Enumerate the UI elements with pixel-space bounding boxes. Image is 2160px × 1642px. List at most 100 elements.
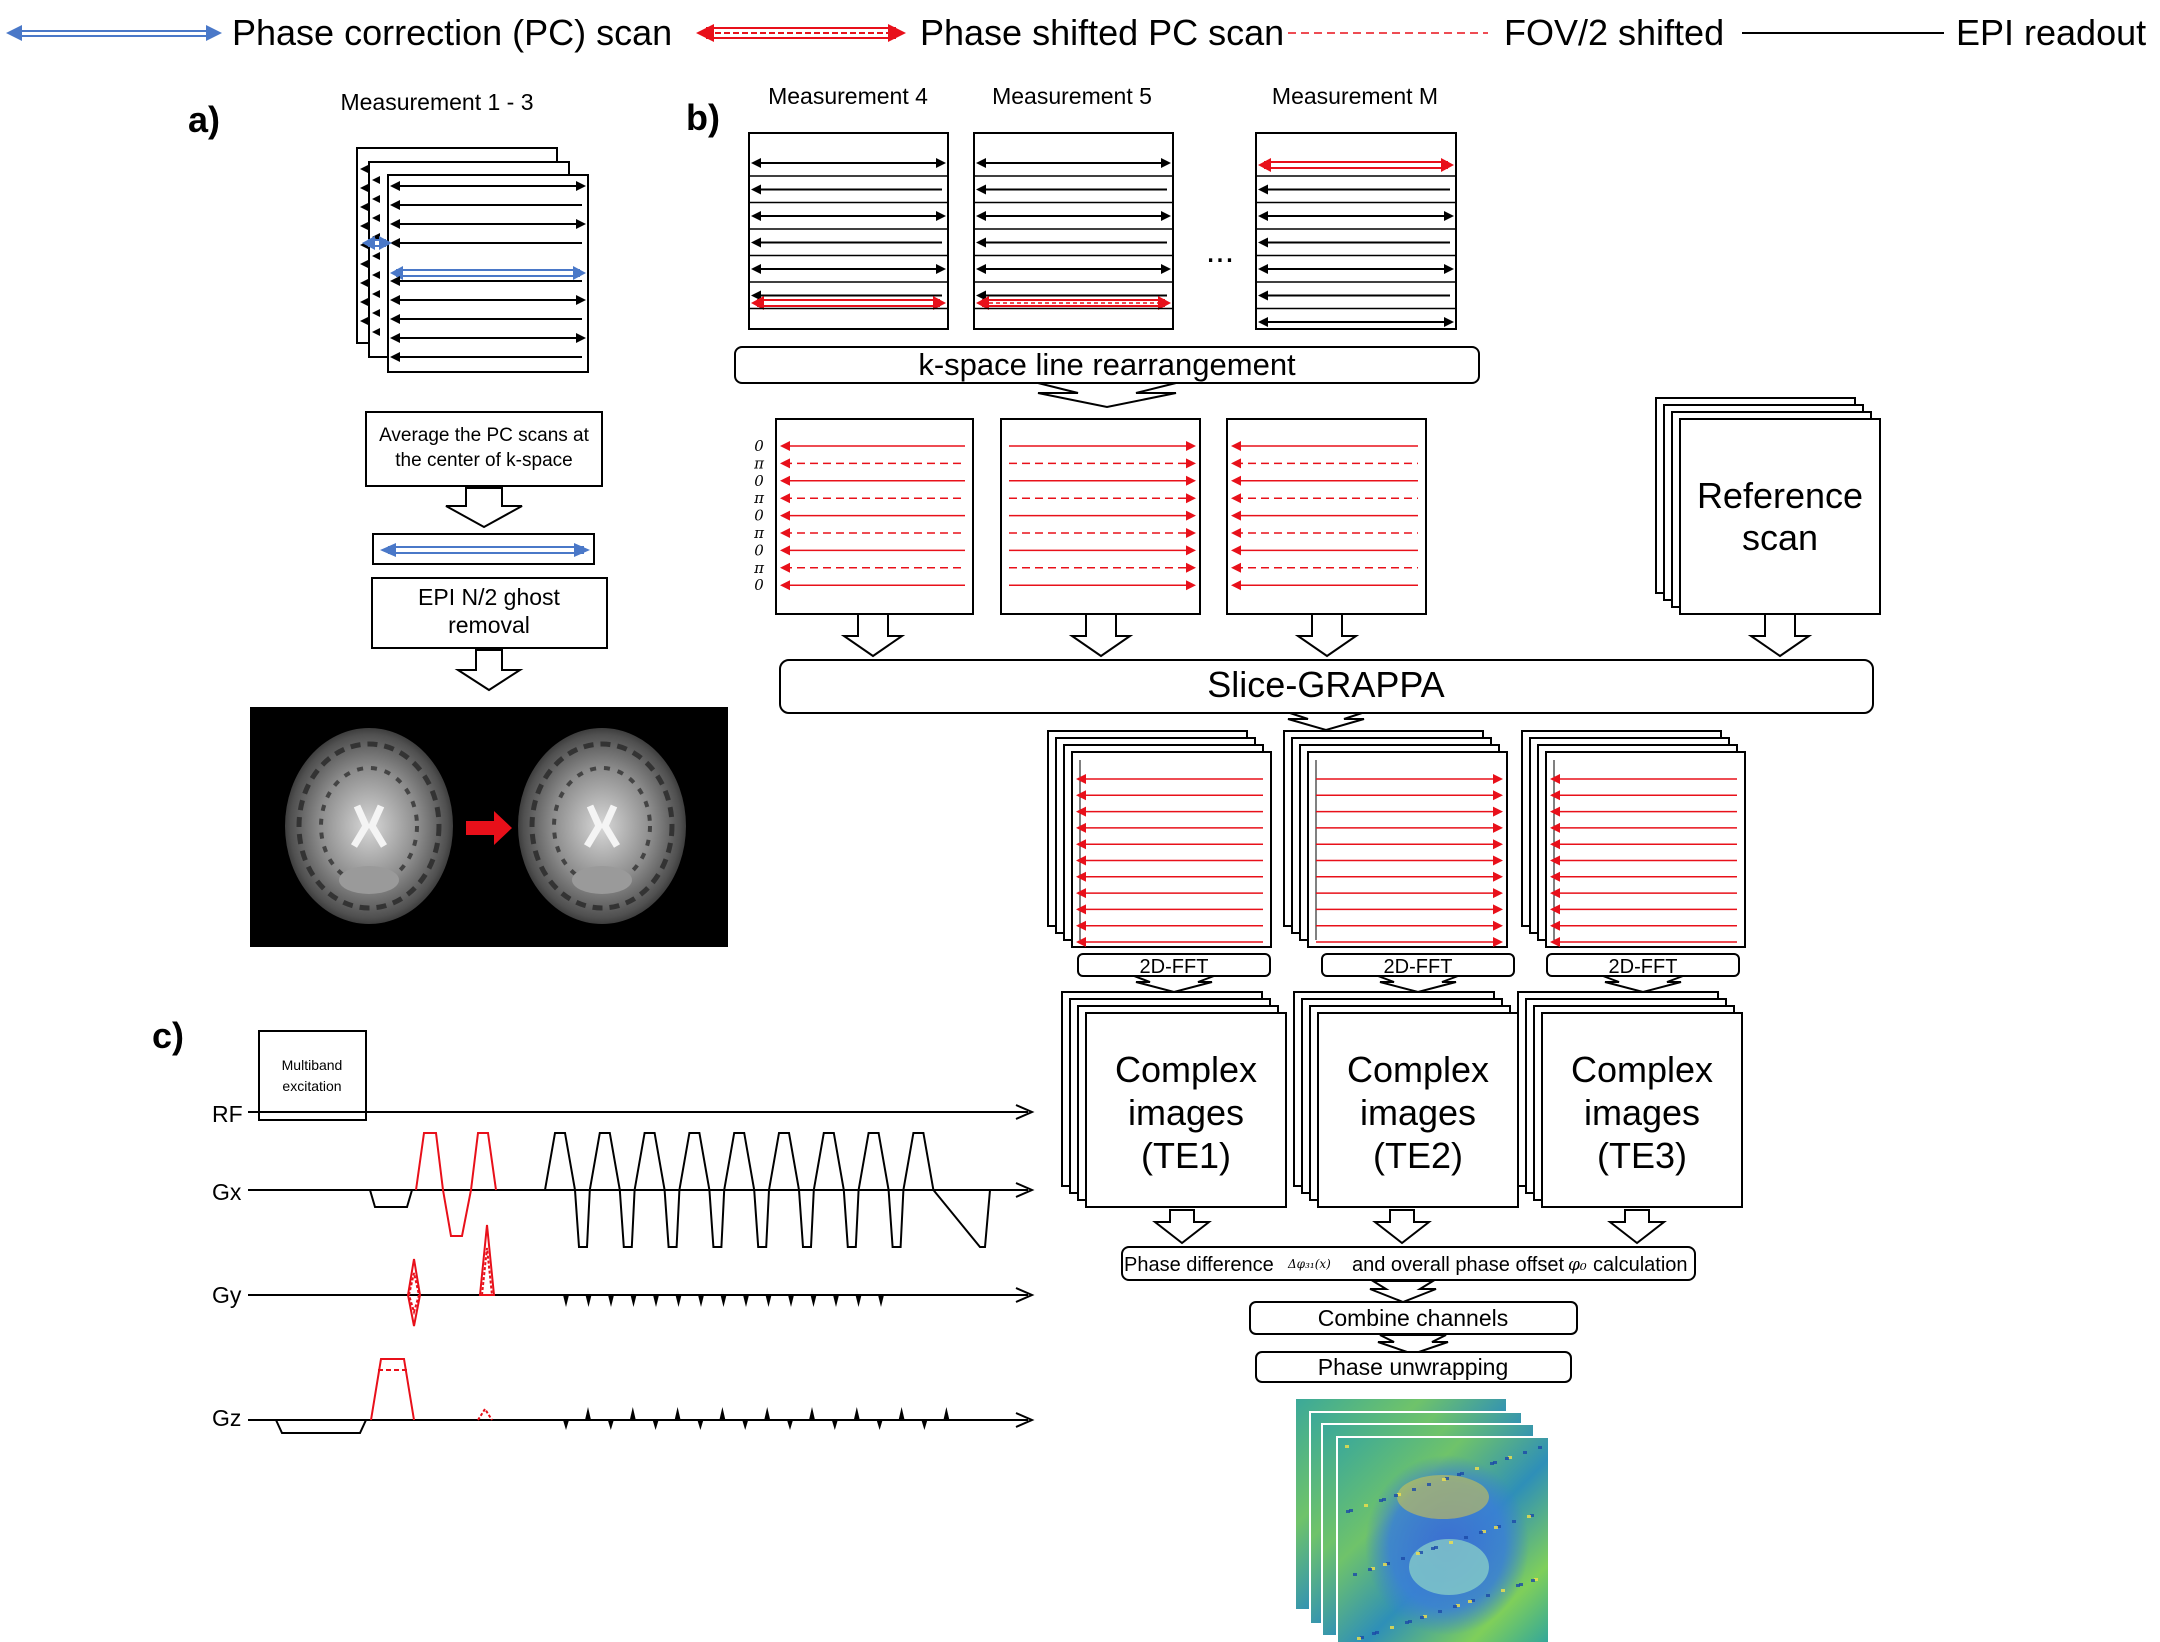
epi-readout-line <box>751 237 942 248</box>
te-label: (TE3) <box>1597 1135 1687 1176</box>
epi-readout-line <box>390 200 582 210</box>
fft-down-arrow <box>1377 975 1459 994</box>
epi-readout-line <box>390 181 586 191</box>
reconstructed-line <box>1076 806 1263 817</box>
complex-text-2: images <box>1360 1092 1476 1133</box>
gy-blip <box>563 1295 569 1307</box>
back-frame-arrowhead <box>372 309 380 317</box>
phase-map-stack <box>1294 1397 1550 1642</box>
reconstructed-line <box>1550 806 1737 817</box>
reconstructed-line <box>1550 790 1737 801</box>
gz-blip-up <box>674 1407 681 1420</box>
reconstructed-line <box>1076 839 1263 850</box>
epi-readout-line <box>976 290 1167 301</box>
back-frame-arrowhead <box>372 290 380 298</box>
fov2-shifted-line <box>780 458 965 469</box>
pc-scan-line-back <box>362 236 392 250</box>
gz-blip-down <box>607 1420 614 1430</box>
ghost-removal-brain-images <box>250 707 728 947</box>
reconstructed-line <box>1076 904 1263 915</box>
complex-text-1: Complex <box>1571 1049 1713 1090</box>
epi-readout-line <box>1258 237 1450 248</box>
shifted-readout-line <box>780 510 965 521</box>
slice-grappa-text: Slice-GRAPPA <box>1207 664 1444 705</box>
epi-readout-line <box>390 314 582 324</box>
multiband-excitation-box <box>258 1030 367 1121</box>
phase-label: 0 <box>754 437 764 455</box>
phase-shifted-pc-line <box>976 296 1171 310</box>
gy-blip <box>743 1295 749 1307</box>
fov2-shifted-line <box>1231 528 1418 538</box>
average-pc-box <box>365 411 603 487</box>
gz-blip-down <box>742 1420 749 1430</box>
average-text-2: the center of k-space <box>395 450 572 471</box>
gz-blip-up <box>585 1407 591 1420</box>
gy-blip <box>608 1295 614 1307</box>
epi-readout-line <box>976 237 1167 248</box>
epi-readout-line <box>751 264 946 274</box>
epi-readout-line <box>751 290 942 301</box>
shifted-readout-line <box>780 580 965 591</box>
phase-shifted-pc-line <box>1258 158 1454 172</box>
phase-diff-symbol: Δφ₃₁(x) <box>1287 1257 1331 1271</box>
back-frame-arrowhead <box>372 271 380 279</box>
reconstructed-line <box>1550 822 1737 833</box>
gy-blip <box>878 1295 884 1307</box>
brain-after-image <box>518 728 686 924</box>
phase-shifted-pc-line <box>751 296 946 310</box>
back-frame-arrowhead <box>360 279 368 287</box>
gz-blip-up <box>719 1407 726 1420</box>
phase-label: 0 <box>754 507 764 525</box>
rearrangement-text: k-space line rearrangement <box>918 347 1296 382</box>
gz-blip-down <box>876 1420 883 1430</box>
combine-channels-text: Combine channels <box>1318 1305 1509 1331</box>
panel-c-label: c) <box>152 1015 184 1056</box>
fov2-shifted-line <box>780 528 965 538</box>
reconstructed-line <box>1550 888 1737 899</box>
shifted-readout-line <box>1009 441 1196 451</box>
reconstructed-line <box>1316 937 1503 947</box>
shifted-readout-line <box>1009 545 1196 556</box>
fov2-shifted-line <box>1231 562 1418 573</box>
grappa-output-stack <box>1283 730 1508 948</box>
gx-readout-trapezoids <box>544 1132 991 1248</box>
down-arrow-unwrap <box>1377 1334 1449 1356</box>
gz-blip-down <box>563 1420 569 1430</box>
reconstructed-line <box>1550 937 1737 947</box>
axis-rf: RF <box>212 1101 243 1127</box>
down-arrow <box>1294 613 1360 658</box>
reconstructed-line <box>1550 871 1737 882</box>
gy-blip <box>788 1295 794 1307</box>
averaged-pc-arrow-icon <box>380 543 590 557</box>
gy-axis <box>248 1287 1035 1303</box>
gy-blip <box>720 1295 727 1307</box>
measurement-m-title: Measurement M <box>1272 83 1438 109</box>
phase-unwrapping-box <box>1255 1351 1572 1383</box>
gz-blip-up <box>629 1407 636 1420</box>
rearrangement-arrow <box>1037 382 1177 409</box>
down-arrow <box>1152 1209 1212 1245</box>
legend-fov2: FOV/2 shifted <box>1504 12 1724 53</box>
shifted-readout-line <box>1231 545 1418 556</box>
reconstructed-line <box>1316 920 1503 931</box>
epi-readout-line <box>390 238 582 248</box>
epi-readout-line <box>1258 184 1450 195</box>
back-frame-arrowhead <box>372 176 380 184</box>
legend: Phase correction (PC) scan Phase shifted… <box>6 12 2146 53</box>
shifted-readout-line <box>1009 475 1196 486</box>
phase-label: π <box>753 559 765 577</box>
fov2-shifted-line <box>1231 493 1418 504</box>
epi-readout-line <box>1258 211 1454 221</box>
pc-scan-legend-icon <box>6 25 222 41</box>
gz-axis <box>248 1412 1035 1428</box>
down-arrow-a1 <box>445 487 523 529</box>
complex-text-2: images <box>1128 1092 1244 1133</box>
reconstructed-line <box>1076 888 1263 899</box>
down-arrow <box>1068 613 1134 658</box>
reference-scan-stack <box>1655 397 1881 615</box>
measurement-ellipsis: ... <box>1206 232 1234 270</box>
averaged-pc-line-box <box>372 533 595 565</box>
fov2-shifted-line <box>1009 562 1196 573</box>
